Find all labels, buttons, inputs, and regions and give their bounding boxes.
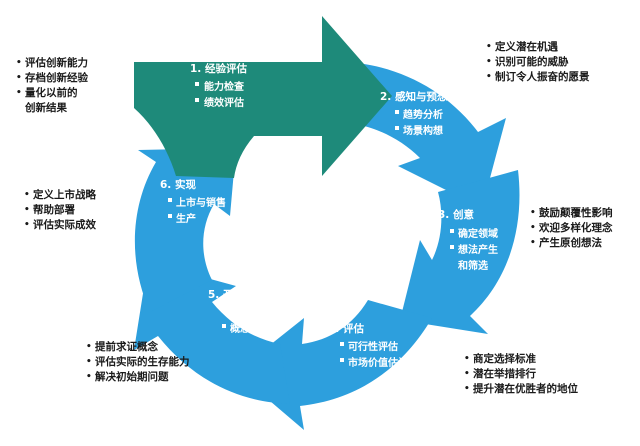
stage-6-notes: •定义上市战略 •帮助部署 •评估实际成效: [24, 188, 96, 233]
stage-5-item-bullet: [222, 308, 226, 312]
note-item: •定义潜在机遇: [486, 41, 558, 53]
stage-2-notes: •定义潜在机遇 •识别可能的威胁 •制订令人振奋的愿景: [486, 40, 590, 85]
note-item: •潜在举措排行: [464, 368, 536, 380]
stage-3-item-bullet: [450, 229, 454, 233]
bullet-icon: •: [24, 220, 30, 230]
bullet-icon: •: [86, 372, 92, 382]
stage-1-item-bullet: [195, 82, 199, 86]
stage-1-notes: •评估创新能力 •存档创新经验 •量化以前的 创新结果: [16, 56, 88, 116]
stage-2-item-bullet: [395, 126, 399, 130]
stage-1-title: 1. 经验评估: [190, 62, 247, 75]
stage-4-title: 4. 评估: [328, 322, 364, 335]
bullet-icon: •: [464, 354, 470, 364]
stage-4-item-bullet: [340, 342, 344, 346]
segment-1-arrow: [134, 16, 392, 178]
stage-3-item: 想法产生: [457, 243, 498, 256]
stage-2-title: 2. 感知与预想: [380, 90, 448, 103]
stage-6-title: 6. 实现: [160, 178, 196, 191]
stage-3-item: 确定领域: [458, 227, 498, 240]
segment-6-arrow: [134, 148, 236, 312]
bullet-icon: •: [16, 58, 22, 68]
bullet-icon: •: [464, 384, 470, 394]
note-item: •提升潜在优胜者的地位: [464, 383, 578, 395]
note-item: •欢迎多样化理念: [530, 222, 613, 234]
note-item: •商定选择标准: [464, 353, 536, 365]
stage-6-item-bullet: [168, 214, 172, 218]
stage-3-item-bullet: [450, 245, 454, 249]
bullet-icon: •: [24, 190, 30, 200]
stage-4-item-bullet: [340, 358, 344, 362]
note-item: •产生原创想法: [530, 237, 602, 249]
stage-1-item: 绩效评估: [204, 96, 244, 109]
note-item: •评估创新能力: [16, 57, 88, 69]
note-item: •鼓励颠覆性影响: [530, 207, 613, 219]
note-item: •评估实际成效: [24, 219, 96, 231]
note-item: •存档创新经验: [16, 72, 88, 84]
bullet-icon: •: [16, 73, 22, 83]
stage-2-item: 趋势分析: [403, 108, 443, 121]
stage-5-title: 5. 开发: [208, 288, 244, 301]
bullet-icon: •: [86, 357, 92, 367]
stage-6-item-bullet: [168, 198, 172, 202]
stage-6-item: 生产: [176, 212, 196, 225]
bullet-icon: •: [486, 72, 492, 82]
note-item: •评估实际的生存能力: [86, 356, 190, 368]
stage-6-item: 上市与销售: [176, 196, 226, 209]
bullet-icon: •: [530, 223, 536, 233]
note-item: •制订令人振奋的愿景: [486, 71, 590, 83]
stage-4-notes: •商定选择标准 •潜在举措排行 •提升潜在优胜者的地位: [464, 352, 578, 397]
bullet-icon: •: [486, 57, 492, 67]
stage-3-title: 3. 创意: [438, 208, 474, 221]
stage-1-item-bullet: [195, 98, 199, 102]
bullet-icon: •: [24, 205, 30, 215]
note-item: •提前求证概念: [86, 341, 158, 353]
stage-2-item: 场景构想: [403, 124, 443, 137]
stage-5-notes: •提前求证概念 •评估实际的生存能力 •解决初始期问题: [86, 340, 190, 385]
note-item: •识别可能的威胁: [486, 56, 569, 68]
stage-5-item: 工程设计: [230, 306, 270, 319]
stage-5-item: 概念整合: [230, 322, 271, 335]
bullet-icon: •: [16, 88, 22, 98]
stage-3-notes: •鼓励颠覆性影响 •欢迎多样化理念 •产生原创想法: [530, 206, 613, 251]
stage-4-item: 可行性评估: [348, 340, 398, 353]
note-item: •量化以前的: [16, 87, 78, 99]
bullet-icon: •: [486, 42, 492, 52]
stage-2-item-bullet: [395, 110, 399, 114]
bullet-icon: •: [530, 208, 536, 218]
stage-4-item: 市场价值估计: [348, 356, 408, 369]
stage-1-item: 能力检查: [204, 80, 245, 93]
stage-3-item: 和筛选: [457, 259, 488, 272]
segment-3-arrow: [400, 170, 520, 334]
bullet-icon: •: [86, 342, 92, 352]
bullet-icon: •: [464, 369, 470, 379]
note-item: •解决初始期问题: [86, 371, 169, 383]
note-item-continuation: 创新结果: [25, 102, 67, 114]
note-item: •定义上市战略: [24, 189, 96, 201]
bullet-icon: •: [530, 238, 536, 248]
stage-5-item-bullet: [222, 324, 226, 328]
note-item: •帮助部署: [24, 204, 75, 216]
